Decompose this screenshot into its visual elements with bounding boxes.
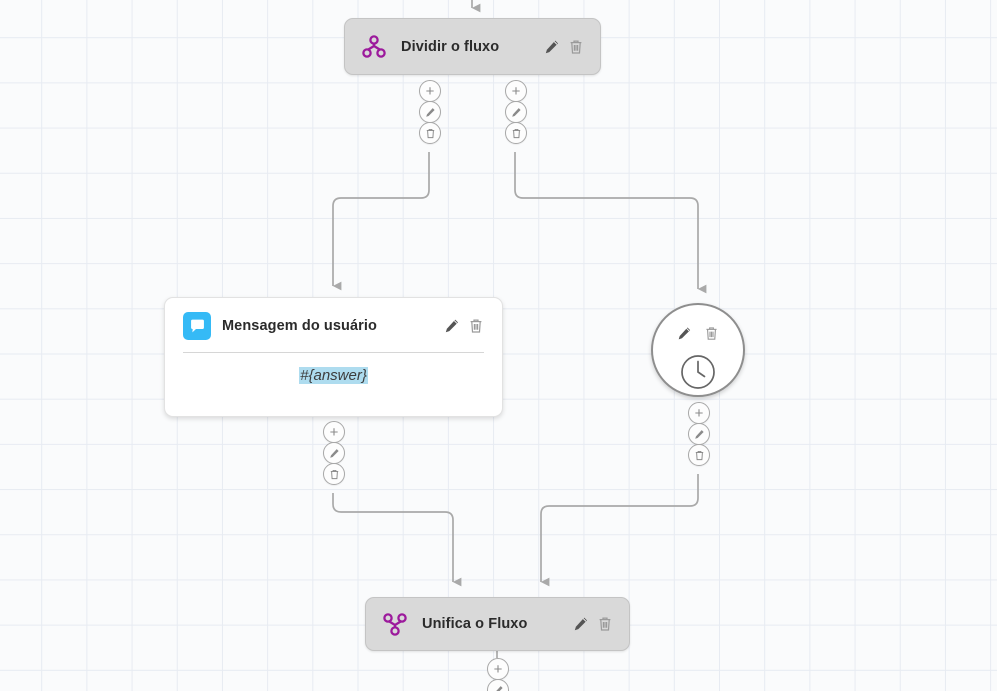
connector-actions-user-message[interactable]: + bbox=[323, 421, 345, 485]
delete-icon[interactable] bbox=[704, 326, 719, 341]
connector-actions-split-right[interactable]: + bbox=[505, 80, 527, 144]
edge-delay-to-merge bbox=[540, 474, 699, 587]
node-merge-flow-title: Unifica o Fluxo bbox=[422, 616, 528, 632]
edit-icon[interactable] bbox=[677, 326, 692, 341]
node-user-message[interactable]: Mensagem do usuário bbox=[164, 297, 503, 417]
delete-icon[interactable] bbox=[468, 318, 484, 334]
edit-connector-button[interactable] bbox=[323, 442, 345, 464]
card-divider bbox=[183, 352, 484, 353]
add-node-button[interactable]: + bbox=[505, 80, 527, 102]
chat-bubble-icon bbox=[183, 312, 211, 340]
node-merge-flow-actions bbox=[573, 616, 613, 632]
node-merge-flow[interactable]: Unifica o Fluxo bbox=[365, 597, 630, 651]
edit-icon[interactable] bbox=[544, 39, 560, 55]
delete-connector-button[interactable] bbox=[505, 122, 527, 144]
connector-actions-merge[interactable]: + bbox=[487, 658, 509, 691]
edge-split-to-delay bbox=[514, 152, 707, 294]
connector-actions-delay[interactable]: + bbox=[688, 402, 710, 466]
add-node-button[interactable]: + bbox=[323, 421, 345, 443]
delete-connector-button[interactable] bbox=[419, 122, 441, 144]
delete-connector-button[interactable] bbox=[323, 463, 345, 485]
clock-icon bbox=[679, 353, 717, 391]
edit-connector-button[interactable] bbox=[419, 101, 441, 123]
edit-icon[interactable] bbox=[573, 616, 589, 632]
add-node-button[interactable]: + bbox=[419, 80, 441, 102]
merge-branch-icon bbox=[382, 611, 408, 637]
add-node-button[interactable]: + bbox=[688, 402, 710, 424]
edit-connector-button[interactable] bbox=[487, 679, 509, 691]
node-user-message-title: Mensagem do usuário bbox=[222, 318, 377, 334]
delete-icon[interactable] bbox=[597, 616, 613, 632]
edge-split-to-message bbox=[332, 152, 430, 291]
delete-icon[interactable] bbox=[568, 39, 584, 55]
add-node-button[interactable]: + bbox=[487, 658, 509, 680]
connector-actions-split-left[interactable]: + bbox=[419, 80, 441, 144]
node-delay[interactable] bbox=[651, 303, 745, 397]
edit-icon[interactable] bbox=[444, 318, 460, 334]
split-branch-icon bbox=[361, 34, 387, 60]
node-delay-actions bbox=[653, 326, 743, 341]
node-split-flow[interactable]: Dividir o fluxo bbox=[344, 18, 601, 75]
delete-connector-button[interactable] bbox=[688, 444, 710, 466]
edit-connector-button[interactable] bbox=[505, 101, 527, 123]
edit-connector-button[interactable] bbox=[688, 423, 710, 445]
node-user-message-header: Mensagem do usuário bbox=[165, 298, 502, 352]
node-split-flow-actions bbox=[544, 39, 584, 55]
answer-token: #{answer} bbox=[299, 367, 368, 384]
node-user-message-actions bbox=[444, 318, 484, 334]
node-user-message-body: #{answer} bbox=[165, 353, 502, 405]
edge-message-to-merge bbox=[332, 493, 462, 587]
node-split-flow-title: Dividir o fluxo bbox=[401, 38, 500, 55]
